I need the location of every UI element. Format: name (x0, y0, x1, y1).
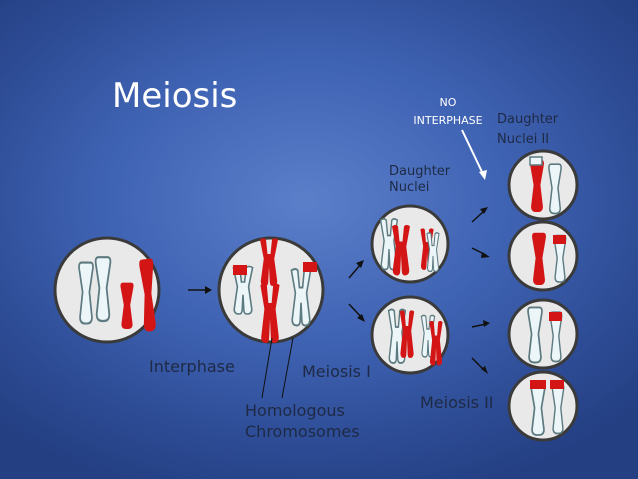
arrow-to-d2-1 (471, 210, 485, 223)
process-arrows (188, 207, 490, 374)
daughter-nuclei-ii-label: Daughter Nuclei II (497, 112, 559, 147)
homologous-leader-lines (261, 337, 294, 399)
cell-meiosis-i (217, 236, 325, 344)
arrow-to-d2-4 (471, 357, 485, 371)
arrow-to-daughter-bottom (348, 303, 363, 319)
arrow-to-daughter-top (348, 263, 362, 279)
homologous-chromosomes-label: Homologous Chromosomes (245, 401, 360, 441)
cell-interphase (53, 236, 161, 344)
cell-daughter-nucleus-top (370, 204, 450, 284)
cell-daughter-ii-4 (507, 370, 579, 442)
cell-daughter-ii-1 (507, 149, 579, 221)
meiosis-i-label: Meiosis I (302, 362, 371, 381)
no-interphase-label: NO INTERPHASE (413, 96, 483, 127)
cell-daughter-ii-2 (507, 220, 579, 292)
daughter-nuclei-label: Daughter Nuclei (389, 164, 451, 195)
cell-daughter-ii-3 (507, 298, 579, 370)
cell-daughter-nucleus-bottom (370, 295, 450, 375)
interphase-label: Interphase (149, 357, 235, 376)
slide-title: Meiosis (112, 76, 238, 116)
no-interphase-pointer (461, 129, 487, 180)
meiosis-ii-label: Meiosis II (420, 393, 494, 412)
